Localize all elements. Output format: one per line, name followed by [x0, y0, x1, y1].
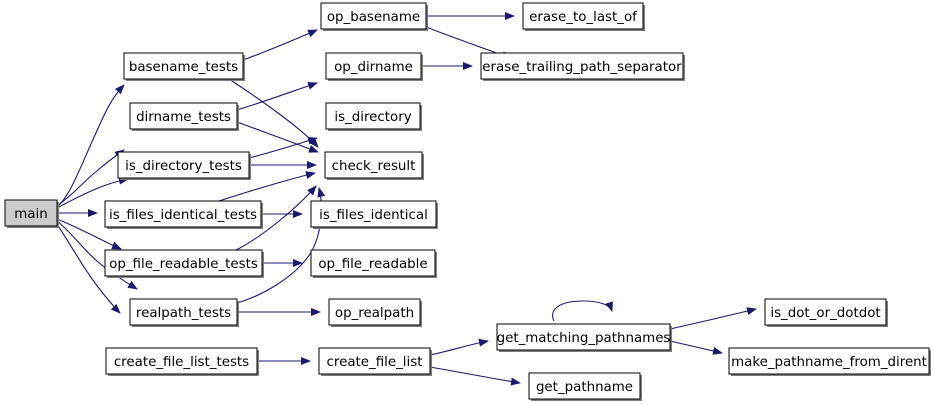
node-label: erase_trailing_path_separator [482, 60, 682, 75]
node-basename_tests[interactable]: basename_tests [123, 52, 245, 81]
node-rect[interactable] [117, 151, 250, 179]
node-layer: main basename_tests dirname_tests is_direct… [4, 2, 931, 401]
edge-is_directory_tests-to-is_directory [248, 136, 318, 159]
edge-main-to-realpath_tests [56, 220, 138, 290]
node-rect[interactable] [104, 249, 263, 277]
node-is_directory_tests[interactable]: is_directory_tests [117, 151, 251, 180]
node-rect[interactable] [129, 102, 238, 130]
node-label: basename_tests [129, 60, 238, 75]
node-rect[interactable] [320, 2, 427, 30]
node-op_realpath[interactable]: op_realpath [328, 298, 422, 327]
node-is_dot_or_dotdot[interactable]: is_dot_or_dotdot [764, 298, 888, 327]
node-label: dirname_tests [136, 110, 231, 125]
node-rect[interactable] [328, 298, 421, 326]
edge-create_file_list-to-get_pathname [429, 366, 521, 386]
node-rect[interactable] [105, 347, 258, 375]
node-rect[interactable] [496, 323, 671, 351]
node-create_file_list_tests[interactable]: create_file_list_tests [105, 347, 259, 376]
node-op_file_readable_tests[interactable]: op_file_readable_tests [104, 249, 264, 278]
node-rect[interactable] [318, 347, 431, 375]
node-rect[interactable] [4, 199, 58, 227]
node-rect[interactable] [123, 52, 244, 80]
node-label: op_basename [327, 10, 420, 25]
edge-get_matching_pathnames-to-get_matching_pathnames [552, 300, 613, 322]
edge-dirname_tests-to-op_dirname [236, 82, 318, 111]
node-rect[interactable] [324, 151, 423, 179]
edge-main-to-op_file_readable_tests [56, 218, 122, 250]
edge-is_files_identical_tests-to-check_result [218, 171, 316, 202]
node-is_directory[interactable]: is_directory [325, 102, 422, 131]
edge-main-to-create_file_list_tests [55, 222, 121, 314]
node-make_pathname_from_dirent[interactable]: make_pathname_from_dirent [728, 347, 931, 376]
node-label: erase_to_last_of [529, 10, 637, 25]
node-rect[interactable] [528, 372, 641, 400]
edge-main-to-dirname_tests [57, 149, 125, 206]
edge-main-to-is_directory_tests [56, 176, 129, 209]
edge-basename_tests-to-check_result [228, 78, 319, 148]
edge-get_matching_pathnames-to-make_pathname_from_dirent [669, 340, 723, 355]
node-rect[interactable] [129, 298, 238, 326]
node-label: make_pathname_from_dirent [731, 355, 927, 370]
node-dirname_tests[interactable]: dirname_tests [129, 102, 239, 131]
node-get_matching_pathnames[interactable]: get_matching_pathnames [496, 323, 672, 352]
node-rect[interactable] [310, 249, 436, 277]
node-is_files_identical_tests[interactable]: is_files_identical_tests [104, 200, 263, 229]
node-erase_to_last_of[interactable]: erase_to_last_of [522, 2, 645, 31]
node-label: op_realpath [335, 306, 414, 321]
node-check_result[interactable]: check_result [324, 151, 424, 180]
node-label: check_result [332, 159, 416, 174]
node-rect[interactable] [325, 102, 421, 130]
node-create_file_list[interactable]: create_file_list [318, 347, 432, 376]
node-label: is_directory_tests [125, 159, 242, 174]
edge-get_matching_pathnames-to-is_dot_or_dotdot [669, 307, 757, 330]
node-rect[interactable] [480, 52, 684, 80]
node-label: op_file_readable [318, 257, 427, 272]
node-label: create_file_list_tests [114, 355, 249, 370]
node-op_file_readable[interactable]: op_file_readable [310, 249, 437, 278]
node-rect[interactable] [325, 52, 422, 80]
node-label: get_pathname [536, 380, 633, 395]
node-label: is_files_identical_tests [109, 208, 257, 223]
node-label: create_file_list [327, 355, 423, 370]
node-rect[interactable] [764, 298, 887, 326]
node-rect[interactable] [728, 347, 930, 375]
node-label: op_file_readable_tests [109, 257, 258, 272]
node-op_dirname[interactable]: op_dirname [325, 52, 423, 81]
node-is_files_identical[interactable]: is_files_identical [310, 200, 438, 229]
node-rect[interactable] [310, 200, 437, 228]
node-label: is_directory [334, 110, 411, 125]
node-erase_trailing_path_separator[interactable]: erase_trailing_path_separator [480, 52, 685, 81]
node-label: is_files_identical [319, 208, 428, 223]
node-rect[interactable] [104, 200, 262, 228]
node-realpath_tests[interactable]: realpath_tests [129, 298, 239, 327]
edge-main-to-basename_tests [56, 84, 125, 208]
edge-op_file_readable_tests-to-check_result [235, 185, 317, 251]
node-label: op_dirname [334, 60, 413, 75]
edge-basename_tests-to-op_basename [242, 29, 318, 61]
edge-dirname_tests-to-check_result [236, 121, 319, 153]
node-main[interactable]: main [4, 199, 59, 228]
node-op_basename[interactable]: op_basename [320, 2, 428, 31]
node-label: realpath_tests [136, 306, 231, 321]
node-label: main [14, 207, 47, 222]
edge-create_file_list-to-get_matching_pathnames [429, 338, 489, 356]
node-rect[interactable] [522, 2, 644, 30]
node-get_pathname[interactable]: get_pathname [528, 372, 642, 401]
node-label: get_matching_pathnames [497, 331, 671, 346]
node-label: is_dot_or_dotdot [770, 306, 880, 321]
